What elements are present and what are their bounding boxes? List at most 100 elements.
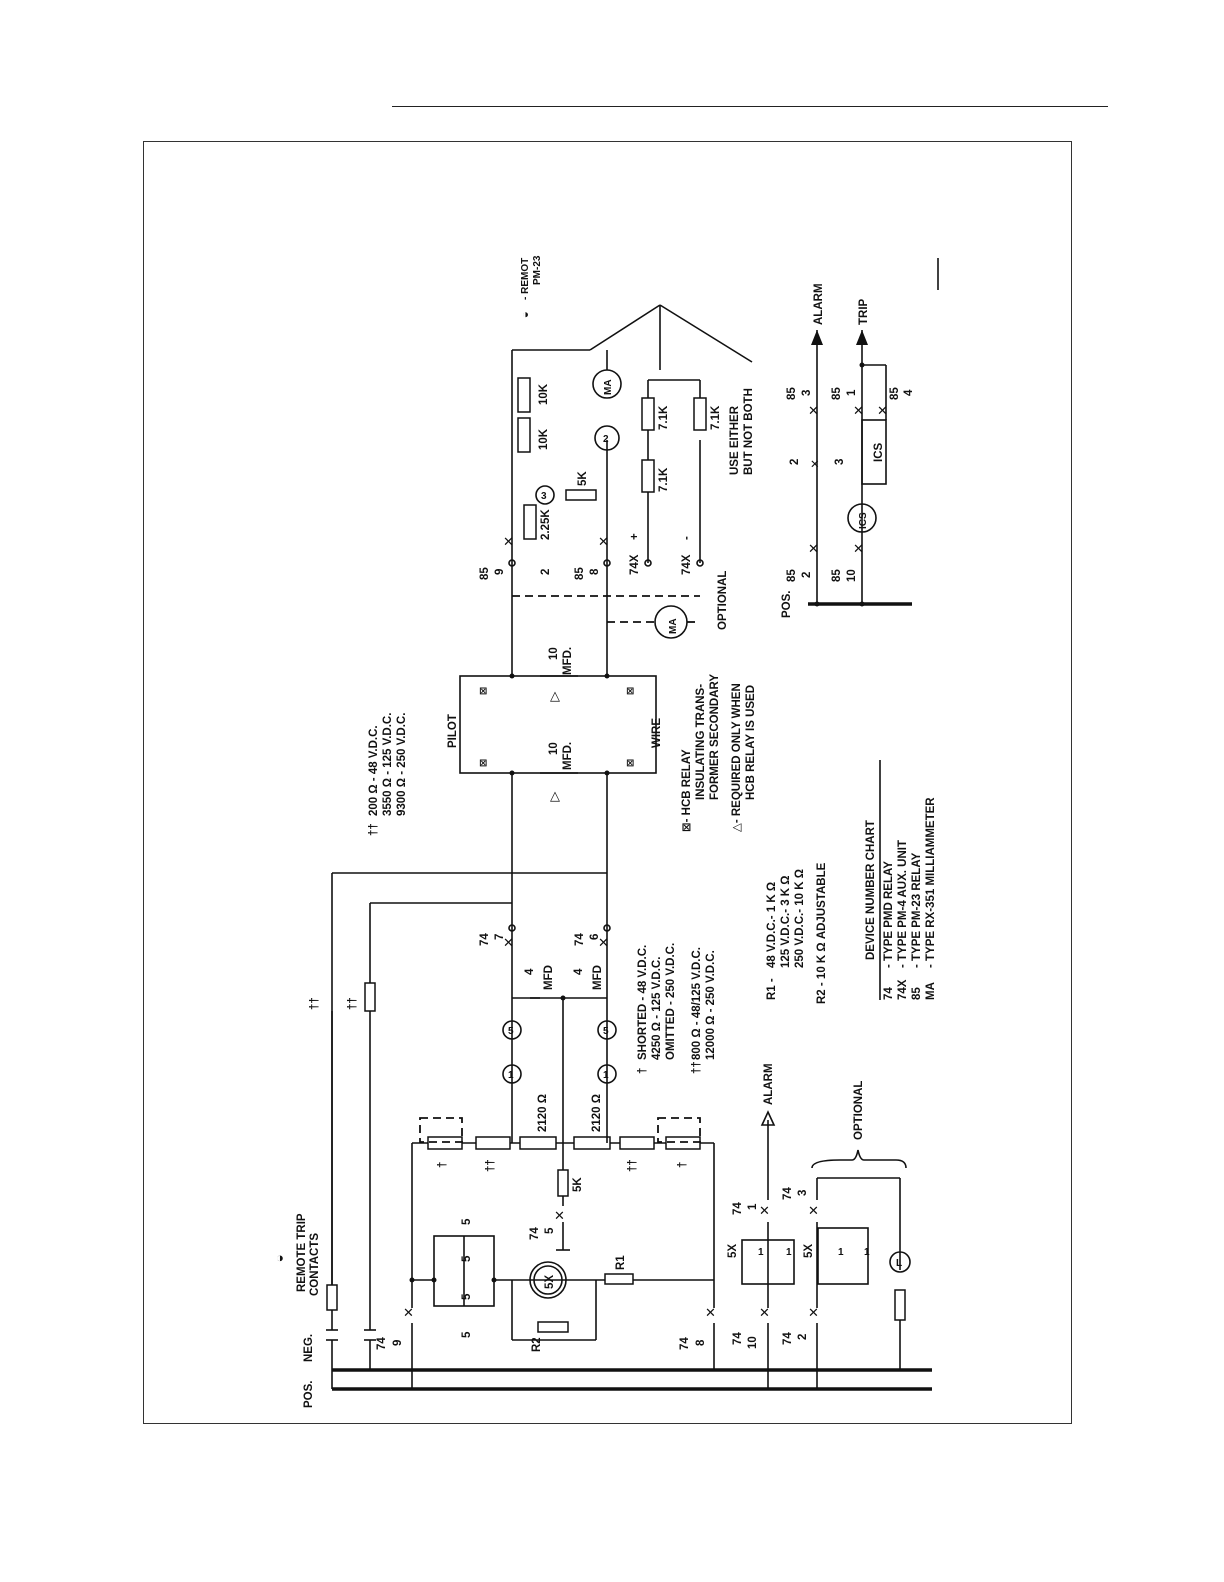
r1-label: R1 [615, 1255, 627, 1270]
contact-85-1-bottom: 1 [846, 389, 858, 396]
svg-text:✕: ✕ [503, 534, 514, 549]
device-row1-code: 74 [883, 987, 895, 1000]
svg-text:⊠: ⊠ [479, 758, 487, 769]
dagger-table-row1: SHORTED - 48 V.D.C. [637, 945, 649, 1060]
notes: †† 200 Ω - 48 V.D.C. 3550 Ω - 125 V.D.C.… [368, 674, 828, 1074]
contact-74-7-bottom: 7 [494, 934, 506, 940]
use-either-line2: BUT NOT BOTH [743, 388, 755, 475]
device-row1-desc: - TYPE PMD RELAY [883, 861, 895, 968]
contact-85-2-bottom: 2 [801, 572, 813, 578]
header-rule [392, 106, 1108, 107]
ddagger-table2-row2: 12000 Ω - 250 V.D.C. [705, 950, 717, 1060]
ddagger-table-symbol: †† [368, 823, 380, 836]
contact-74-9-bottom: 9 [392, 1340, 404, 1346]
label-1a: 1 [758, 1247, 764, 1258]
contact-74-2-top: 74 [782, 1332, 794, 1345]
dagger-table-row3: OMITTED - 250 V.D.C. [665, 943, 677, 1060]
dc-buses: POS. NEG. [303, 1334, 932, 1408]
r2-25k-label: 2.25K [540, 509, 552, 540]
contact-74x-minus-top: 74X [681, 554, 693, 575]
svg-text:✕: ✕ [808, 1203, 819, 1218]
circle-1b: 1 [603, 1070, 609, 1081]
contact-74-1-bottom: 1 [747, 1203, 759, 1210]
contact-85-10-bottom: 10 [846, 569, 858, 582]
svg-text:△: △ [550, 788, 560, 803]
ddagger-table-row1: 200 Ω - 48 V.D.C. [368, 725, 380, 816]
svg-text:✕: ✕ [554, 1208, 565, 1223]
circle-3: 3 [541, 491, 547, 502]
dagger-label-b: † [677, 1162, 689, 1168]
contact-85-1-top: 85 [831, 387, 843, 400]
contact-85-4-top: 85 [889, 387, 901, 400]
ddagger-table2-row1: 800 Ω - 48/125 V.D.C. [691, 947, 703, 1060]
ddagger-label-b: †† [347, 997, 359, 1010]
drawing-frame [143, 141, 1072, 1424]
r10k-a: 10K [538, 428, 550, 450]
device-row4-code: MA [925, 982, 937, 1000]
r2-note: R2 - 10 K Ω ADJUSTABLE [816, 862, 828, 1004]
svg-text:✕: ✕ [403, 1305, 414, 1320]
contact-85-8-bottom: 8 [589, 568, 601, 575]
svg-text:✕: ✕ [808, 1305, 819, 1320]
svg-text:✕: ✕ [808, 403, 819, 418]
remote-legend-line1: - REMOT [520, 258, 531, 300]
cap4-a-val: 4 [524, 968, 536, 975]
svg-text:⊠: ⊠ [479, 686, 487, 697]
contact-74x-minus-sign: - [681, 536, 693, 540]
left-relay-circuit: ✕ 74 9 ✕ 74 8 5 5 5 5 5X R2 R1 [376, 873, 716, 1389]
alarm-label-85: ALARM [813, 283, 825, 325]
contact-74-7-top: 74 [479, 933, 491, 946]
contact-74-8-bottom: 8 [695, 1339, 707, 1346]
contact-85-9-top: 85 [479, 567, 491, 580]
contact-74-1-top: 74 [732, 1202, 744, 1215]
circle-5a: 5 [508, 1026, 514, 1037]
two-label: 2 [540, 569, 552, 575]
contact-74-3-bottom: 3 [797, 1190, 809, 1196]
svg-text:✕: ✕ [598, 534, 609, 549]
alarm-circuit-74: ✕ ✕ ALARM 74 10 74 1 5X 1 1 ✕ ✕ L 74 2 7… [727, 1063, 911, 1389]
use-either-line1: USE EITHER [729, 405, 741, 475]
cap4-b-unit: MFD [592, 965, 604, 990]
svg-text:△: △ [550, 688, 560, 703]
bus-label-pos: POS. [303, 1381, 315, 1408]
res-5k-right: 5K [577, 471, 589, 486]
contact-74-5-top: 74 [529, 1227, 541, 1240]
r1-table-row2: 125 V.D.C.- 3 K Ω [780, 875, 792, 968]
remote-trip-line1: REMOTE TRIP [296, 1213, 308, 1292]
device-row4-desc: - TYPE RX-351 MILLIAMMETER [925, 797, 937, 968]
contact-74-10-top: 74 [732, 1332, 744, 1345]
res-5k-label: 5K [572, 1177, 584, 1192]
remote-legend-line2: PM-23 [532, 255, 543, 285]
r10k-b: 10K [538, 383, 550, 405]
contact-2-label: 2 [789, 459, 801, 465]
svg-text:✕: ✕ [598, 935, 609, 950]
contact-74-5-bottom: 5 [544, 1227, 556, 1234]
contact-74-3-top: 74 [782, 1187, 794, 1200]
dagger-table-symbol: † [637, 1068, 649, 1074]
label-1d: 1 [864, 1247, 870, 1258]
r1-table-label: R1 - [766, 978, 778, 1000]
contact-74x-plus-sign: + [629, 533, 641, 540]
ddagger-label-d: †† [627, 1159, 639, 1172]
ics-coil-label: ICS [858, 512, 869, 529]
res-2120-b-label: 2120 Ω [591, 1094, 603, 1132]
coil-5x-label: 5X [544, 1275, 556, 1289]
contact-74-6-top: 74 [574, 933, 586, 946]
device-row2-code: 74X [897, 979, 909, 1000]
cap10-b-unit: MFD. [562, 742, 574, 770]
contact-85-3-top: 85 [786, 387, 798, 400]
pilot-wire-section: ⊠ ⊠ ⊠ ⊠ PILOT WIRE 10 MFD. 10 MFD. △ △ [447, 560, 663, 873]
cap4-b-val: 4 [573, 968, 585, 975]
r2-label: R2 [531, 1337, 543, 1352]
delta-note-line1: △- REQUIRED ONLY WHEN [731, 683, 743, 832]
trip-alarm-circuit-85: POS. ✕ ✕ 85 2 85 10 ICS ✕ 2 3 ICS ✕ ✕ ✕ … [781, 258, 939, 618]
upper-right-network: ✕ ✕ 85 9 85 8 2.25K 2 3 5K 2 MA 10K 10K … [479, 255, 755, 580]
label-5x-b: 5X [803, 1244, 815, 1258]
cap-label-5b: 5 [461, 1255, 473, 1262]
ddagger-table-row3: 9300 Ω - 250 V.D.C. [396, 713, 408, 816]
contact-74-6-bottom: 6 [589, 934, 601, 940]
svg-text:✕: ✕ [759, 1203, 770, 1218]
svg-text:⊠: ⊠ [626, 758, 634, 769]
wire-label: WIRE [651, 718, 663, 748]
contact-85-10-top: 85 [831, 569, 843, 582]
